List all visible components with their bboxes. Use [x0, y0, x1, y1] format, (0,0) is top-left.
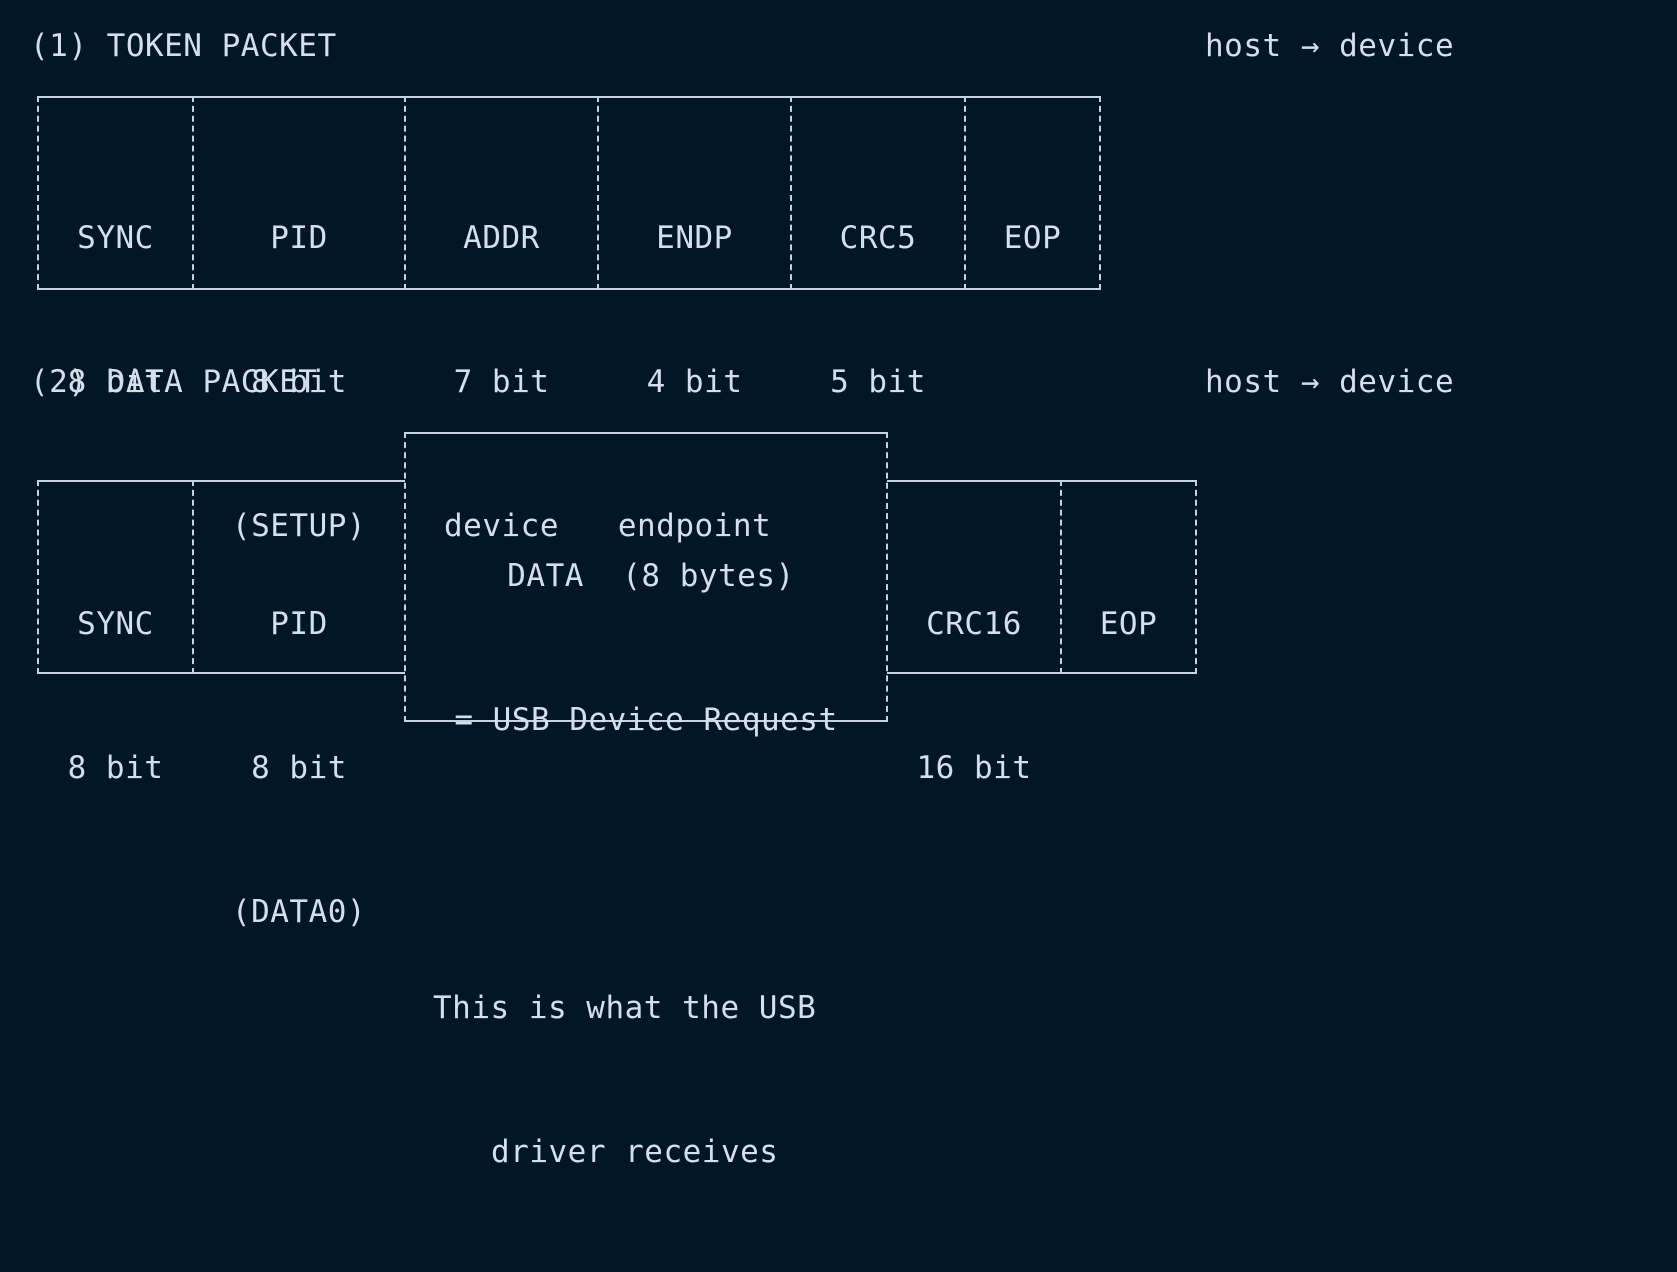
data-field-pid-size: 8 bit [251, 750, 347, 786]
data-field-pid: PID 8 bit (DATA0) [193, 480, 405, 930]
token-field-endp-size: 4 bit [646, 364, 743, 400]
data-field-payload: DATA (8 bytes) = USB Device Request This… [405, 432, 887, 1170]
token-field-crc5-name: CRC5 [839, 220, 917, 256]
token-field-addr: ADDR 7 bit device [405, 96, 598, 544]
data-field-crc16-size: 16 bit [916, 750, 1032, 786]
data-packet-direction: host → device [1205, 364, 1455, 400]
data-field-payload-title: DATA (8 bytes) [507, 558, 795, 594]
token-field-crc5-size: 5 bit [830, 364, 926, 400]
token-field-endp: ENDP 4 bit endpoint [598, 96, 791, 544]
token-field-sync-name: SYNC [77, 220, 154, 256]
data-field-eop: EOP [1061, 480, 1196, 674]
token-field-addr-size: 7 bit [453, 364, 550, 400]
data-packet-heading: (2) DATA PACKET [30, 364, 318, 400]
data-field-eop-note [1061, 888, 1196, 936]
token-separator [1099, 96, 1101, 290]
token-field-addr-note: device [444, 508, 559, 544]
data-field-crc16: CRC16 16 bit [887, 480, 1061, 786]
token-field-endp-name: ENDP [656, 220, 733, 256]
data-field-crc16-note [887, 888, 1061, 936]
token-packet-heading: (1) TOKEN PACKET [30, 28, 337, 64]
token-field-endp-note: endpoint [617, 508, 772, 544]
token-field-eop: EOP [965, 96, 1100, 290]
token-field-pid-size: 8 bit [251, 364, 347, 400]
data-field-payload-subtitle: = USB Device Request [454, 702, 838, 738]
data-separator [886, 432, 888, 722]
token-field-sync: SYNC 8 bit [38, 96, 193, 400]
token-separator [192, 96, 194, 290]
data-field-pid-note: (DATA0) [231, 894, 367, 930]
token-field-pid-note: (SETUP) [231, 508, 367, 544]
token-separator [404, 96, 406, 290]
data-field-eop-size [1061, 744, 1196, 792]
data-field-sync: SYNC 8 bit [38, 480, 193, 786]
token-separator [790, 96, 792, 290]
data-field-payload-note-line2: driver receives [491, 1134, 779, 1170]
token-separator [964, 96, 966, 290]
token-field-sync-size: 8 bit [67, 364, 164, 400]
data-separator [404, 432, 406, 722]
data-field-sync-note [38, 888, 193, 936]
data-field-eop-name: EOP [1099, 606, 1158, 642]
token-field-addr-name: ADDR [463, 220, 540, 256]
data-field-payload-note-line1: This is what the USB [433, 990, 817, 1026]
data-separator [1060, 480, 1062, 674]
data-separator [192, 480, 194, 674]
data-separator [1195, 480, 1197, 674]
token-separator [597, 96, 599, 290]
token-field-crc5: CRC5 5 bit [791, 96, 965, 400]
data-separator [37, 480, 39, 674]
data-field-payload-blank [405, 840, 887, 888]
data-field-pid-name: PID [270, 606, 328, 642]
token-field-eop-name: EOP [1003, 220, 1062, 256]
token-separator [37, 96, 39, 290]
token-packet-direction: host → device [1205, 28, 1455, 64]
data-field-sync-size: 8 bit [67, 750, 164, 786]
token-field-pid-name: PID [270, 220, 328, 256]
token-field-eop-size [965, 358, 1100, 406]
data-field-crc16-name: CRC16 [926, 606, 1022, 642]
data-field-sync-name: SYNC [77, 606, 154, 642]
token-field-pid: PID 8 bit (SETUP) [193, 96, 405, 544]
